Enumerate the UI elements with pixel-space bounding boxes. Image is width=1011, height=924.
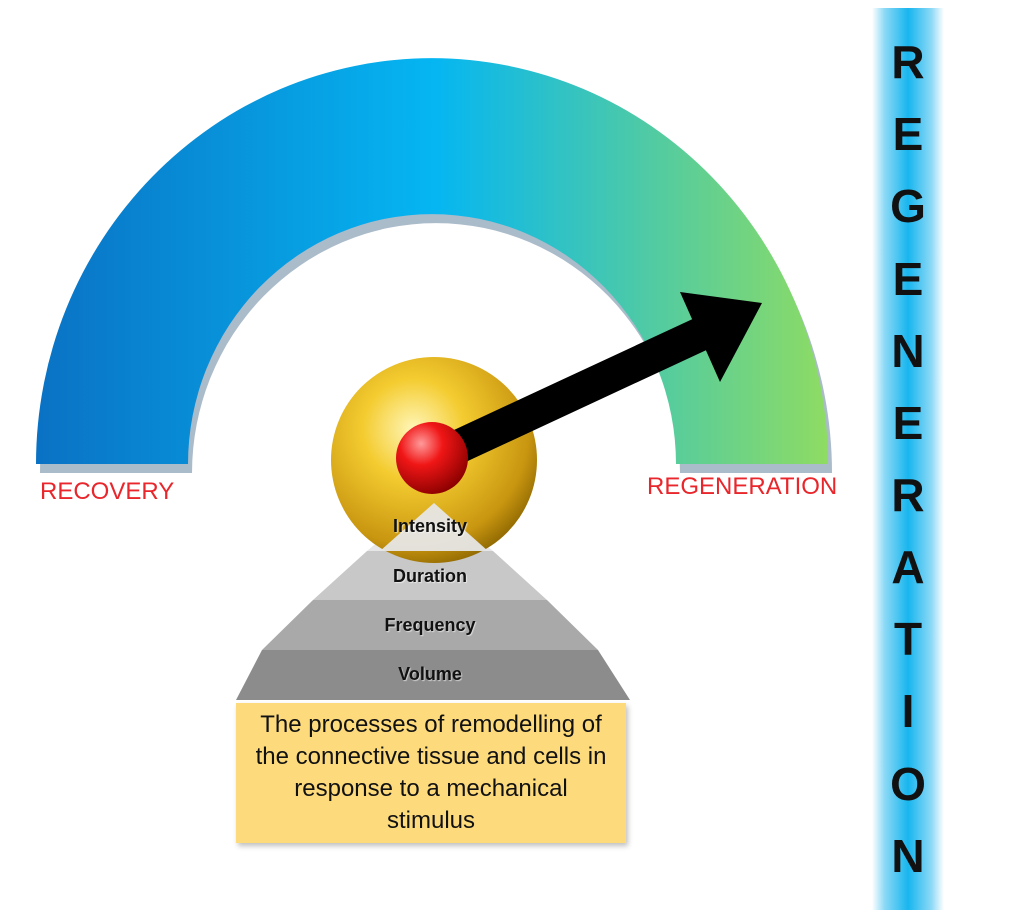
recovery-label: RECOVERY [40, 478, 175, 505]
banner-letter: E [892, 252, 924, 305]
pyramid-level-frequency [262, 600, 598, 650]
pyramid-tip [380, 503, 488, 551]
definition-text: The processes of remodelling of the conn… [255, 711, 607, 834]
banner-letter: O [890, 757, 926, 810]
banner-letter: R [891, 36, 925, 89]
banner-letter: I [901, 685, 915, 738]
banner-letter: G [890, 180, 926, 233]
banner-letter: R [891, 469, 925, 522]
pyramid-label-frequency: Frequency [384, 615, 476, 635]
regeneration-label: REGENERATION [647, 473, 838, 500]
banner-letter: E [892, 108, 924, 161]
gauge-arc [36, 58, 828, 464]
pyramid-label-volume: Volume [398, 664, 462, 684]
definition-box: The processes of remodelling of the conn… [236, 703, 626, 843]
banner-letter: N [891, 324, 925, 377]
pyramid-level-volume [236, 650, 630, 700]
pyramid-label-intensity: Intensity [392, 516, 467, 536]
banner-letter: E [892, 396, 924, 449]
gauge-needle [417, 292, 762, 475]
needle-pivot [396, 422, 468, 494]
banner-letter: N [891, 829, 925, 882]
banner-letter: A [891, 541, 925, 594]
regeneration-banner: R E G E N E R A T I O N [872, 8, 944, 910]
pyramid-level-duration [313, 551, 547, 600]
pyramid-label-duration: Duration [393, 566, 467, 586]
banner-letter: T [893, 613, 923, 666]
